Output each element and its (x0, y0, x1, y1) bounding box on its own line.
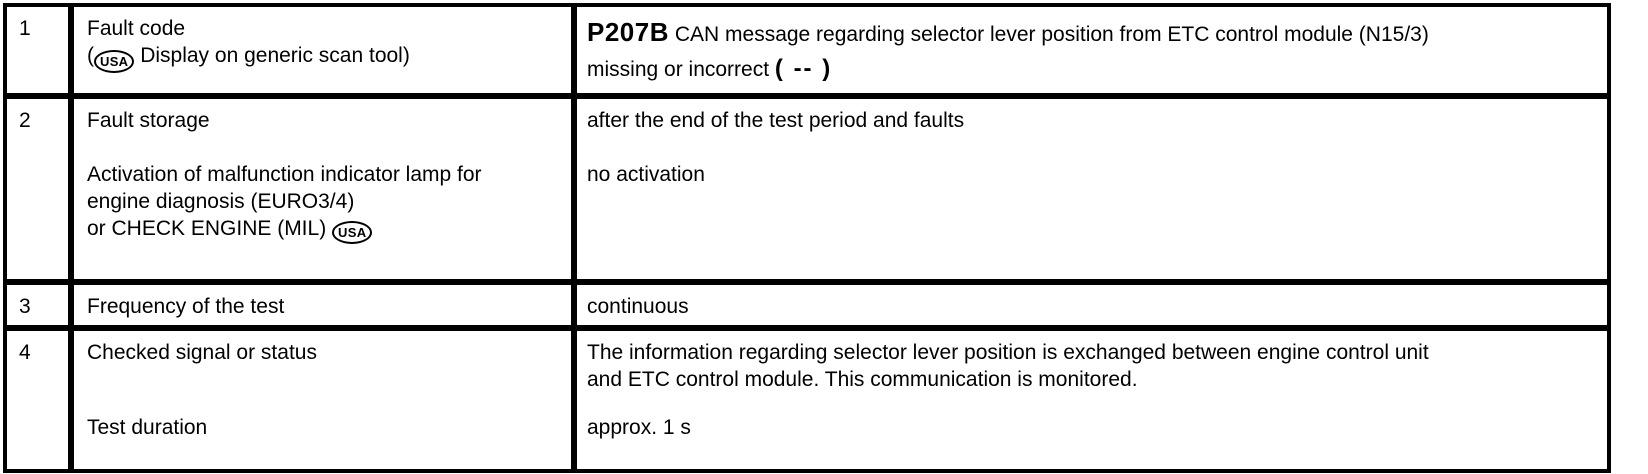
row2-label-line1: Fault storage (87, 109, 210, 132)
row4-number-text: 4 (19, 341, 31, 364)
open-paren: ( (87, 44, 94, 67)
usa-marker-icon: USA (332, 221, 373, 244)
row1-value-line1: CAN message regarding selector lever pos… (674, 23, 1429, 46)
row1-label-line2: (USA Display on generic scan tool) (87, 42, 565, 73)
row1-number: 1 (7, 7, 68, 93)
row4-value-line2: approx. 1 s (587, 416, 691, 439)
fault-code-table: 1 Fault code (USA Display on generic sca… (3, 3, 1611, 473)
row3-value-text: continuous (587, 295, 689, 318)
row4-label-line1: Checked signal or status (87, 341, 317, 364)
row1-number-text: 1 (19, 17, 31, 40)
row1-label-line1: Fault code (87, 17, 186, 40)
spacer (87, 134, 565, 161)
fault-code-value: P207B (587, 17, 669, 47)
row1-label-cell: Fault code (USA Display on generic scan … (74, 7, 571, 93)
row2-label-line2b: engine diagnosis (EURO3/4) (87, 190, 355, 213)
usa-marker-icon: USA (94, 50, 135, 73)
row2-number: 2 (7, 99, 68, 279)
row2-label-line2a: Activation of malfunction indicator lamp… (87, 163, 482, 186)
row1-label-line2-text: Display on generic scan tool) (140, 44, 410, 67)
row3-number-text: 3 (19, 295, 31, 318)
row3-value-cell: continuous (577, 285, 1607, 325)
row2-number-text: 2 (19, 109, 31, 132)
row2-label-line3: or CHECK ENGINE (MIL) USA (87, 215, 565, 244)
row4-label-line2: Test duration (87, 416, 208, 439)
row3-label-cell: Frequency of the test (74, 285, 571, 325)
row2-value-line2: no activation (587, 163, 705, 186)
row2-label-line3-text: or CHECK ENGINE (MIL) (87, 217, 327, 240)
row4-value-cell: The information regarding selector lever… (577, 331, 1607, 469)
row2-value-line1: after the end of the test period and fau… (587, 109, 965, 132)
row4-value-line1a: The information regarding selector lever… (587, 341, 1429, 364)
spacer (587, 134, 1593, 161)
row1-value-line2: missing or incorrect (587, 58, 770, 81)
row3-number: 3 (7, 285, 68, 325)
fault-code-placeholder: ( -- ) (774, 55, 833, 82)
row1-value-cell: P207B CAN message regarding selector lev… (577, 7, 1607, 93)
row2-label-cell: Fault storage Activation of malfunction … (74, 99, 571, 279)
row4-value-line1b: and ETC control module. This communicati… (587, 368, 1138, 391)
row3-label-text: Frequency of the test (87, 295, 285, 318)
row2-value-cell: after the end of the test period and fau… (577, 99, 1607, 279)
row4-label-cell: Checked signal or status Test duration (74, 331, 571, 469)
row4-number: 4 (7, 331, 68, 469)
